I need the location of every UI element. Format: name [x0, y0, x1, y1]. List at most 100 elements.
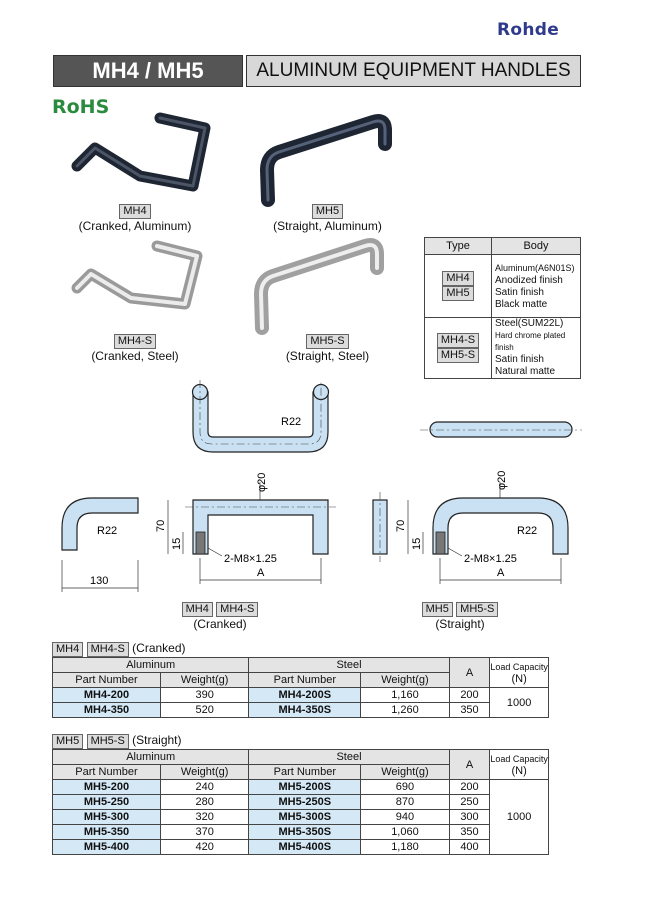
al-part-number: MH5-300	[52, 809, 161, 825]
cranked-spec-table: Aluminum Steel A Load Capacity (N) Part …	[51, 657, 549, 718]
a-value: 250	[448, 794, 491, 810]
section-label: (Straight)	[132, 733, 182, 747]
group-aluminum: Aluminum	[51, 657, 250, 673]
caption-desc: (Straight, Steel)	[285, 349, 370, 363]
caption-mh5s: MH5-S (Straight, Steel)	[250, 333, 405, 364]
brand-logo: Rohde	[497, 20, 560, 40]
a-value: 400	[448, 839, 491, 855]
st-weight: 870	[360, 794, 450, 810]
mh5s-photo	[254, 238, 384, 335]
code-tag: MH4	[442, 271, 474, 286]
st-part-number: MH5-250S	[248, 794, 362, 810]
col-st-pn: Part Number	[248, 672, 362, 688]
al-weight: 280	[159, 794, 250, 810]
table-row: MH5-350 370 MH5-350S 1,060 350	[52, 824, 549, 840]
group-aluminum: Aluminum	[51, 749, 250, 765]
type-cell: MH4 MH5	[424, 254, 492, 318]
code-tag: MH5-S	[436, 348, 480, 363]
dim-130: 130	[90, 575, 108, 587]
st-part-number: MH5-300S	[248, 809, 362, 825]
col-al-weight: Weight(g)	[159, 764, 250, 780]
product-title: ALUMINUM EQUIPMENT HANDLES	[246, 55, 581, 87]
al-weight: 520	[159, 702, 250, 718]
dim-15-left: 15	[171, 538, 183, 550]
al-part-number: MH4-350	[52, 702, 161, 718]
col-load-unit: (N)	[511, 672, 527, 685]
dim-r22-right: R22	[517, 525, 537, 537]
code-tag: MH4-S	[113, 334, 157, 349]
table-row: MH5-250 280 MH5-250S 870 250	[52, 794, 549, 810]
body-cell: Steel(SUM22L) Hard chrome plated finish …	[491, 317, 581, 379]
label-text: (Cranked)	[193, 617, 247, 631]
caption-desc: (Straight, Aluminum)	[273, 219, 382, 233]
group-steel: Steel	[248, 749, 450, 765]
straight-spec-table: Aluminum Steel A Load Capacity (N) Part …	[51, 749, 549, 855]
al-part-number: MH5-350	[52, 824, 161, 840]
dim-a-left: A	[257, 567, 265, 579]
al-part-number: MH5-250	[52, 794, 161, 810]
type-cell: MH4-S MH5-S	[424, 317, 492, 379]
st-weight: 1,060	[360, 824, 450, 840]
st-weight: 1,260	[360, 702, 450, 718]
dim-a-right: A	[497, 567, 505, 579]
load-value: 1000	[489, 779, 549, 855]
type-body-table: Type Body MH4 MH5 Aluminum(A6N01S) Anodi…	[424, 237, 581, 379]
al-weight: 320	[159, 809, 250, 825]
code-tag: MH4-S	[216, 602, 259, 617]
dim-dia-right: φ20	[496, 471, 508, 490]
al-weight: 240	[159, 779, 250, 795]
col-al-pn: Part Number	[52, 764, 161, 780]
straight-front-view	[432, 497, 569, 555]
a-value: 350	[448, 824, 491, 840]
dim-r22-top: R22	[281, 416, 301, 428]
code-tag: MH4	[181, 602, 213, 617]
label-cranked: MH4 MH4-S (Cranked)	[160, 601, 280, 632]
mh5-photo	[260, 114, 392, 207]
col-al-weight: Weight(g)	[159, 672, 250, 688]
code-tag: MH5-S	[86, 734, 129, 749]
col-load: Load Capacity (N)	[489, 749, 549, 780]
code-tag: MH4	[52, 642, 84, 657]
col-st-pn: Part Number	[248, 764, 362, 780]
col-a: A	[448, 657, 491, 688]
col-al-pn: Part Number	[52, 672, 161, 688]
al-weight: 390	[159, 687, 250, 703]
table-row: MH5-300 320 MH5-300S 940 300	[52, 809, 549, 825]
st-part-number: MH5-400S	[248, 839, 362, 855]
al-part-number: MH5-400	[52, 839, 161, 855]
body-line: Steel(SUM22L)	[495, 318, 564, 329]
straight-section-title: MH5 MH5-S (Straight)	[52, 733, 182, 749]
type-header: Type	[424, 237, 492, 255]
load-value: 1000	[489, 687, 549, 718]
body-line: Natural matte	[495, 366, 556, 377]
table-row: MH5-400 420 MH5-400S 1,180 400	[52, 839, 549, 855]
code-tag: MH4-S	[436, 333, 480, 348]
body-line: Hard chrome plated finish	[495, 331, 566, 352]
dim-70-left: 70	[155, 520, 167, 532]
rohs-logo: RoHS	[52, 96, 110, 118]
code-tag: MH5	[52, 734, 84, 749]
group-steel: Steel	[248, 657, 450, 673]
code-tag: MH5	[311, 204, 344, 219]
code-tag: MH5-S	[306, 334, 349, 349]
body-line: Anodized finish	[495, 274, 563, 286]
a-value: 200	[448, 779, 491, 795]
cranked-front-view	[192, 499, 329, 555]
st-part-number: MH4-200S	[248, 687, 362, 703]
dim-thread-right: 2-M8×1.25	[464, 553, 517, 565]
code-tag: MH5	[421, 602, 453, 617]
st-weight: 690	[360, 779, 450, 795]
col-load: Load Capacity (N)	[489, 657, 549, 688]
dim-70-right: 70	[395, 520, 407, 532]
al-part-number: MH5-200	[52, 779, 161, 795]
caption-desc: (Cranked, Aluminum)	[78, 219, 192, 233]
caption-mh5: MH5 (Straight, Aluminum)	[250, 203, 405, 234]
dim-thread-left: 2-M8×1.25	[224, 553, 277, 565]
mh4-photo	[71, 112, 211, 192]
cranked-side-view	[61, 497, 139, 551]
table-row: MH4-200 390 MH4-200S 1,160 200 1000	[52, 687, 549, 718]
al-weight: 420	[159, 839, 250, 855]
caption-mh4s: MH4-S (Cranked, Steel)	[60, 333, 210, 364]
code-tag: MH4	[119, 204, 151, 219]
code-tag: MH5-S	[456, 602, 499, 617]
